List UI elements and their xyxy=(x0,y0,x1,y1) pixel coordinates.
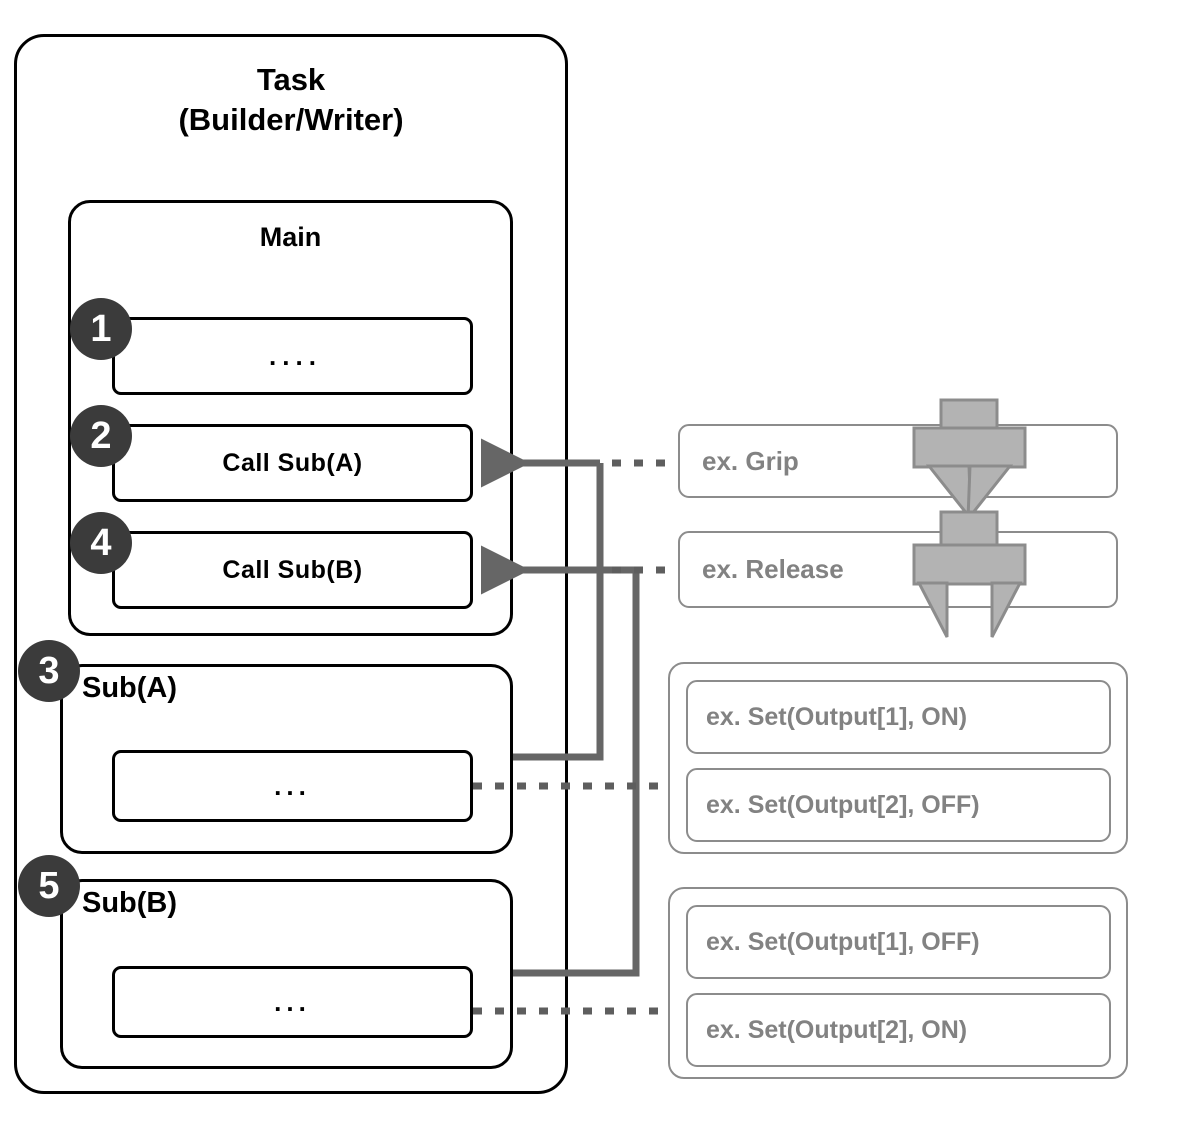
sub-a-body[interactable]: ... xyxy=(112,750,473,822)
main-statement-call-sub-b[interactable]: Call Sub(B) xyxy=(112,531,473,609)
example-set-output-1-on[interactable]: ex. Set(Output[1], ON) xyxy=(686,680,1111,754)
example-set-output-2-on[interactable]: ex. Set(Output[2], ON) xyxy=(686,993,1111,1067)
example-set-output-2-off[interactable]: ex. Set(Output[2], OFF) xyxy=(686,768,1111,842)
task-title: Task (Builder/Writer) xyxy=(178,62,404,137)
step-badge-4: 4 xyxy=(70,512,132,574)
step-badge-1: 1 xyxy=(70,298,132,360)
main-statement-call-sub-a[interactable]: Call Sub(A) xyxy=(112,424,473,502)
main-title: Main xyxy=(259,222,322,252)
step-badge-2: 2 xyxy=(70,405,132,467)
main-statement-1[interactable]: .... xyxy=(112,317,473,395)
main-container xyxy=(68,200,513,636)
step-badge-3: 3 xyxy=(18,640,80,702)
sub-b-title: Sub(B) xyxy=(82,887,178,919)
sub-b-body[interactable]: ... xyxy=(112,966,473,1038)
example-set-output-1-off[interactable]: ex. Set(Output[1], OFF) xyxy=(686,905,1111,979)
main-statement-1-label: .... xyxy=(269,340,322,371)
step-badge-5: 5 xyxy=(18,855,80,917)
example-grip-label: ex. Grip xyxy=(702,445,799,476)
example-grip-box[interactable]: ex. Grip xyxy=(678,424,1118,498)
example-release-box[interactable]: ex. Release xyxy=(678,531,1118,608)
sub-a-title: Sub(A) xyxy=(82,672,178,704)
example-release-label: ex. Release xyxy=(702,554,844,584)
